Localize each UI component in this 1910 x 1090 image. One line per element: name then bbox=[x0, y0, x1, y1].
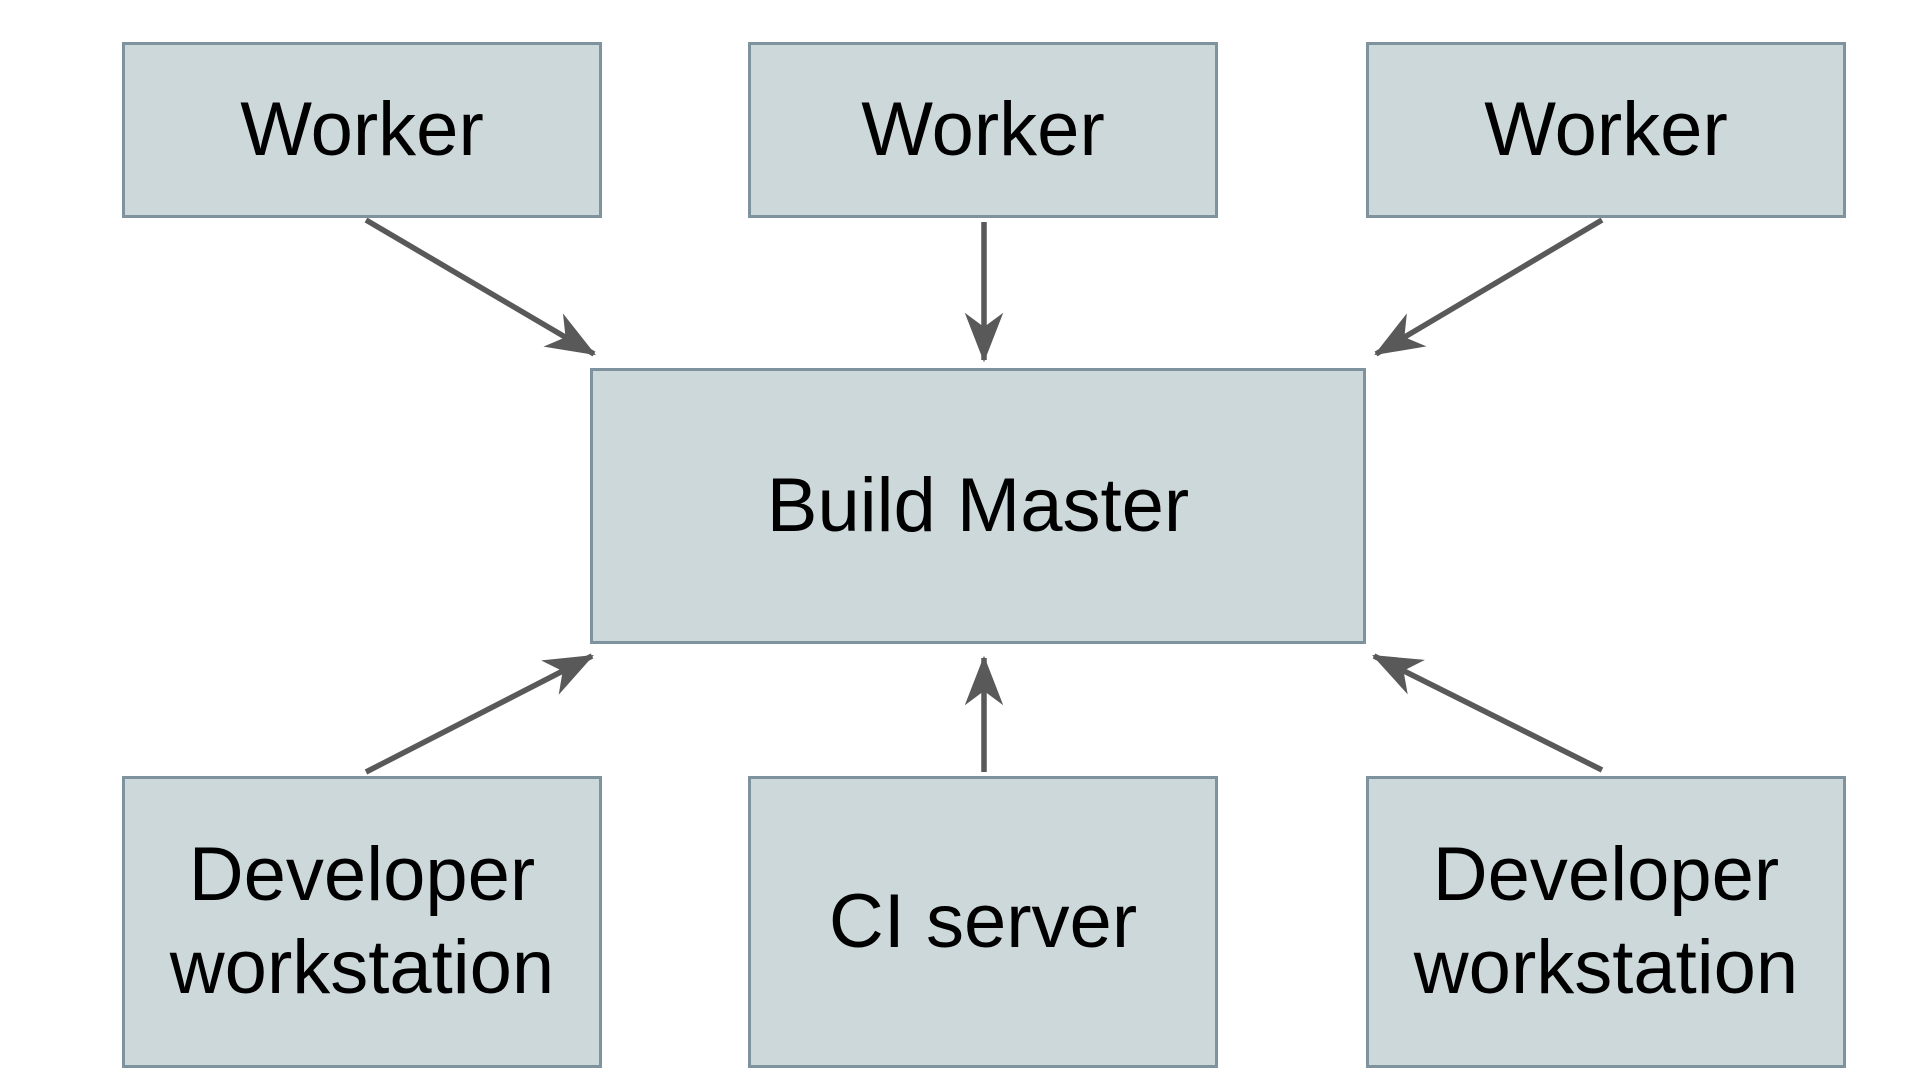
node-ci-server-label: CI server bbox=[828, 878, 1138, 964]
node-developer-workstation-left: Developer workstation bbox=[122, 776, 602, 1068]
node-build-master-label: Build Master bbox=[766, 462, 1190, 548]
edge-devworkstation-right-to-buildmaster bbox=[1372, 653, 1604, 773]
edge-worker1-to-buildmaster bbox=[364, 217, 596, 357]
node-developer-workstation-right-label: Developer workstation bbox=[1413, 832, 1799, 1010]
node-worker-1: Worker bbox=[122, 42, 602, 218]
node-worker-3: Worker bbox=[1366, 42, 1846, 218]
node-build-master: Build Master bbox=[590, 368, 1366, 644]
edge-worker3-to-buildmaster bbox=[1374, 217, 1604, 357]
node-worker-3-label: Worker bbox=[1484, 86, 1728, 172]
node-ci-server: CI server bbox=[748, 776, 1218, 1068]
node-worker-2: Worker bbox=[748, 42, 1218, 218]
edge-devworkstation-left-to-buildmaster bbox=[364, 653, 594, 775]
node-developer-workstation-left-label: Developer workstation bbox=[169, 832, 555, 1010]
node-worker-2-label: Worker bbox=[861, 86, 1105, 172]
node-developer-workstation-right: Developer workstation bbox=[1366, 776, 1846, 1068]
node-worker-1-label: Worker bbox=[240, 86, 484, 172]
